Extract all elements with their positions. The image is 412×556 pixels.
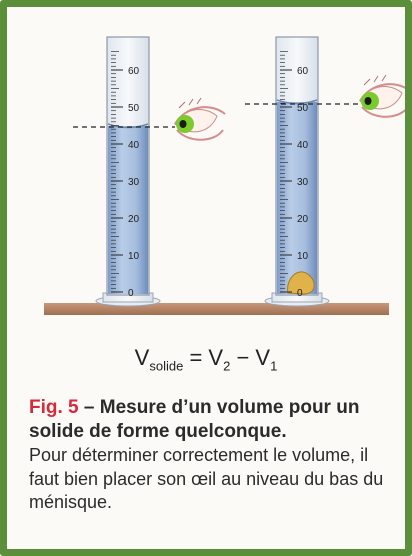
formula-equals: = (183, 345, 209, 370)
eye-icon (174, 97, 226, 141)
scale-label: 60 (297, 66, 309, 77)
figure-label: Fig. 5 (29, 397, 79, 418)
cylinder-right: 60 50 40 30 20 10 0 (264, 36, 330, 307)
solid-object (287, 271, 315, 295)
formula-v2: V (208, 345, 224, 370)
caption-title: – Mesure d’un volume pour un solide de f… (29, 397, 360, 442)
cylinder-left: 60 50 40 30 20 10 0 (95, 36, 161, 307)
table-surface (44, 303, 389, 315)
scale-label: 20 (297, 214, 309, 225)
cylinder-right-scale: 60 50 40 30 20 10 0 (280, 51, 309, 299)
scale-label: 40 (297, 140, 309, 151)
caption-text: Pour déterminer correctement le volume, … (29, 445, 384, 512)
figure-caption: Fig. 5 – Mesure d’un volume pour un soli… (29, 396, 401, 515)
formula-sub-2: 2 (223, 358, 231, 374)
formula-sub-1: 1 (270, 358, 278, 374)
formula-v-solide: V (134, 345, 150, 370)
scale-label: 10 (128, 251, 140, 262)
scale-label: 30 (128, 177, 140, 188)
volume-formula: Vsolide = V2 − V1 (7, 345, 405, 373)
formula-minus: − (230, 345, 256, 370)
scale-label: 20 (128, 214, 140, 225)
scale-label: 30 (297, 177, 309, 188)
eye-icon (359, 74, 405, 118)
scale-label: 40 (128, 140, 140, 151)
formula-sub-solide: solide (149, 358, 184, 374)
scale-label: 0 (128, 288, 134, 299)
scale-label: 50 (128, 103, 140, 114)
scale-label: 50 (297, 103, 309, 114)
scale-label: 60 (128, 66, 140, 77)
cylinder-left-scale: 60 50 40 30 20 10 0 (111, 51, 140, 299)
figure-illustration: 60 50 40 30 20 10 0 60 50 40 30 20 10 0 (44, 36, 405, 315)
formula-v1: V (255, 345, 271, 370)
scale-label: 0 (297, 288, 303, 299)
cylinder-right-liquid (277, 102, 317, 294)
caption-heading: Fig. 5 – Mesure d’un volume pour un soli… (29, 396, 401, 444)
scale-label: 10 (297, 251, 309, 262)
